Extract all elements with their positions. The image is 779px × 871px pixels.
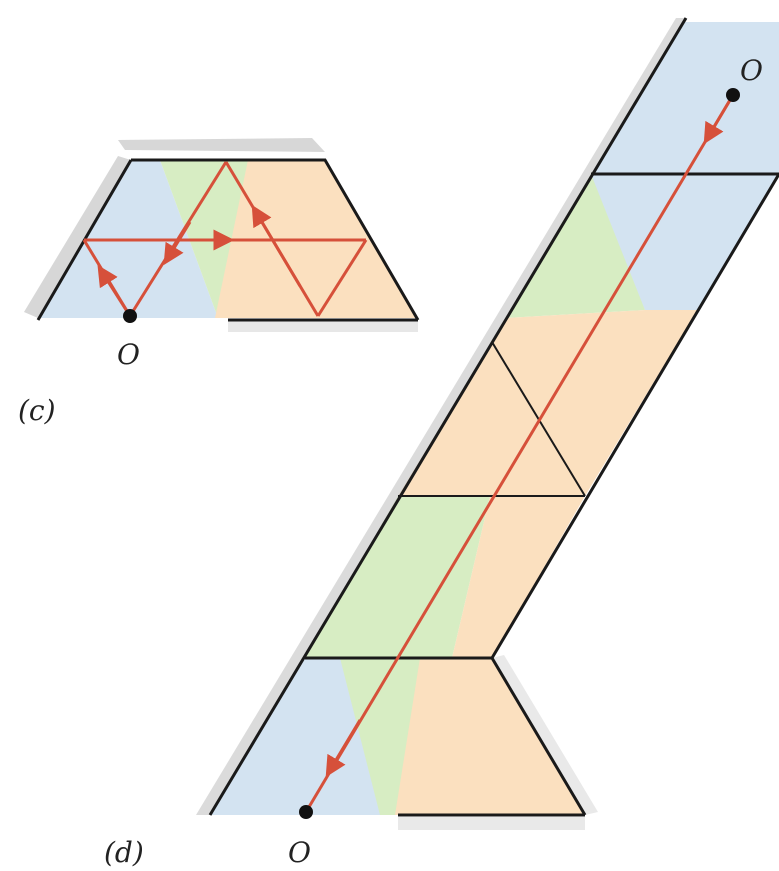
panel-d-caption: (d)	[104, 836, 144, 869]
panel-d-upper-green-region	[506, 174, 645, 318]
panel-d-bottom-right-edge	[490, 657, 587, 816]
panel-d: O O (d)	[104, 17, 779, 869]
panel-c-ray-arrow	[97, 264, 132, 317]
panel-d-ray-arrow-bottom	[325, 719, 362, 778]
panel-d-bottom-shadow	[398, 817, 585, 830]
panel-c-ray-segment	[316, 239, 368, 317]
panel-d-upper-blue-region	[591, 174, 779, 310]
panel-c-outline	[131, 158, 420, 321]
panel-c-shadow	[118, 138, 325, 152]
panel-c-ray-path	[82, 161, 368, 317]
panel-d-top-origin-label: O	[740, 54, 763, 87]
panel-d-left-edge	[208, 17, 688, 816]
panel-d-right-shadow	[492, 655, 598, 815]
panel-d-left-shadow	[196, 18, 686, 815]
panel-c: O (c)	[18, 138, 420, 427]
panel-c-caption: (c)	[18, 394, 56, 427]
panel-d-lower-orange-region	[452, 496, 585, 658]
panel-d-ray-arrow-top	[703, 94, 735, 145]
panel-d-right-upper-edge	[490, 173, 779, 659]
panel-d-bottom-origin-label: O	[288, 836, 311, 869]
panel-d-top-origin-point	[726, 88, 740, 102]
panel-c-left-shadow	[24, 156, 131, 318]
panel-c-origin-label: O	[117, 338, 140, 371]
panel-c-ray-arrow	[163, 221, 192, 266]
panel-d-ray-line	[304, 94, 735, 813]
panel-c-origin-point	[123, 309, 137, 323]
panel-c-ray-arrow	[251, 204, 302, 287]
panel-c-bottom-shadow	[228, 320, 418, 332]
panel-d-bottom-origin-point	[299, 805, 313, 819]
panel-d-top-blue-region	[591, 22, 779, 174]
panel-d-lower-green-region	[305, 496, 490, 658]
panel-d-bottom-orange-region	[395, 658, 585, 815]
